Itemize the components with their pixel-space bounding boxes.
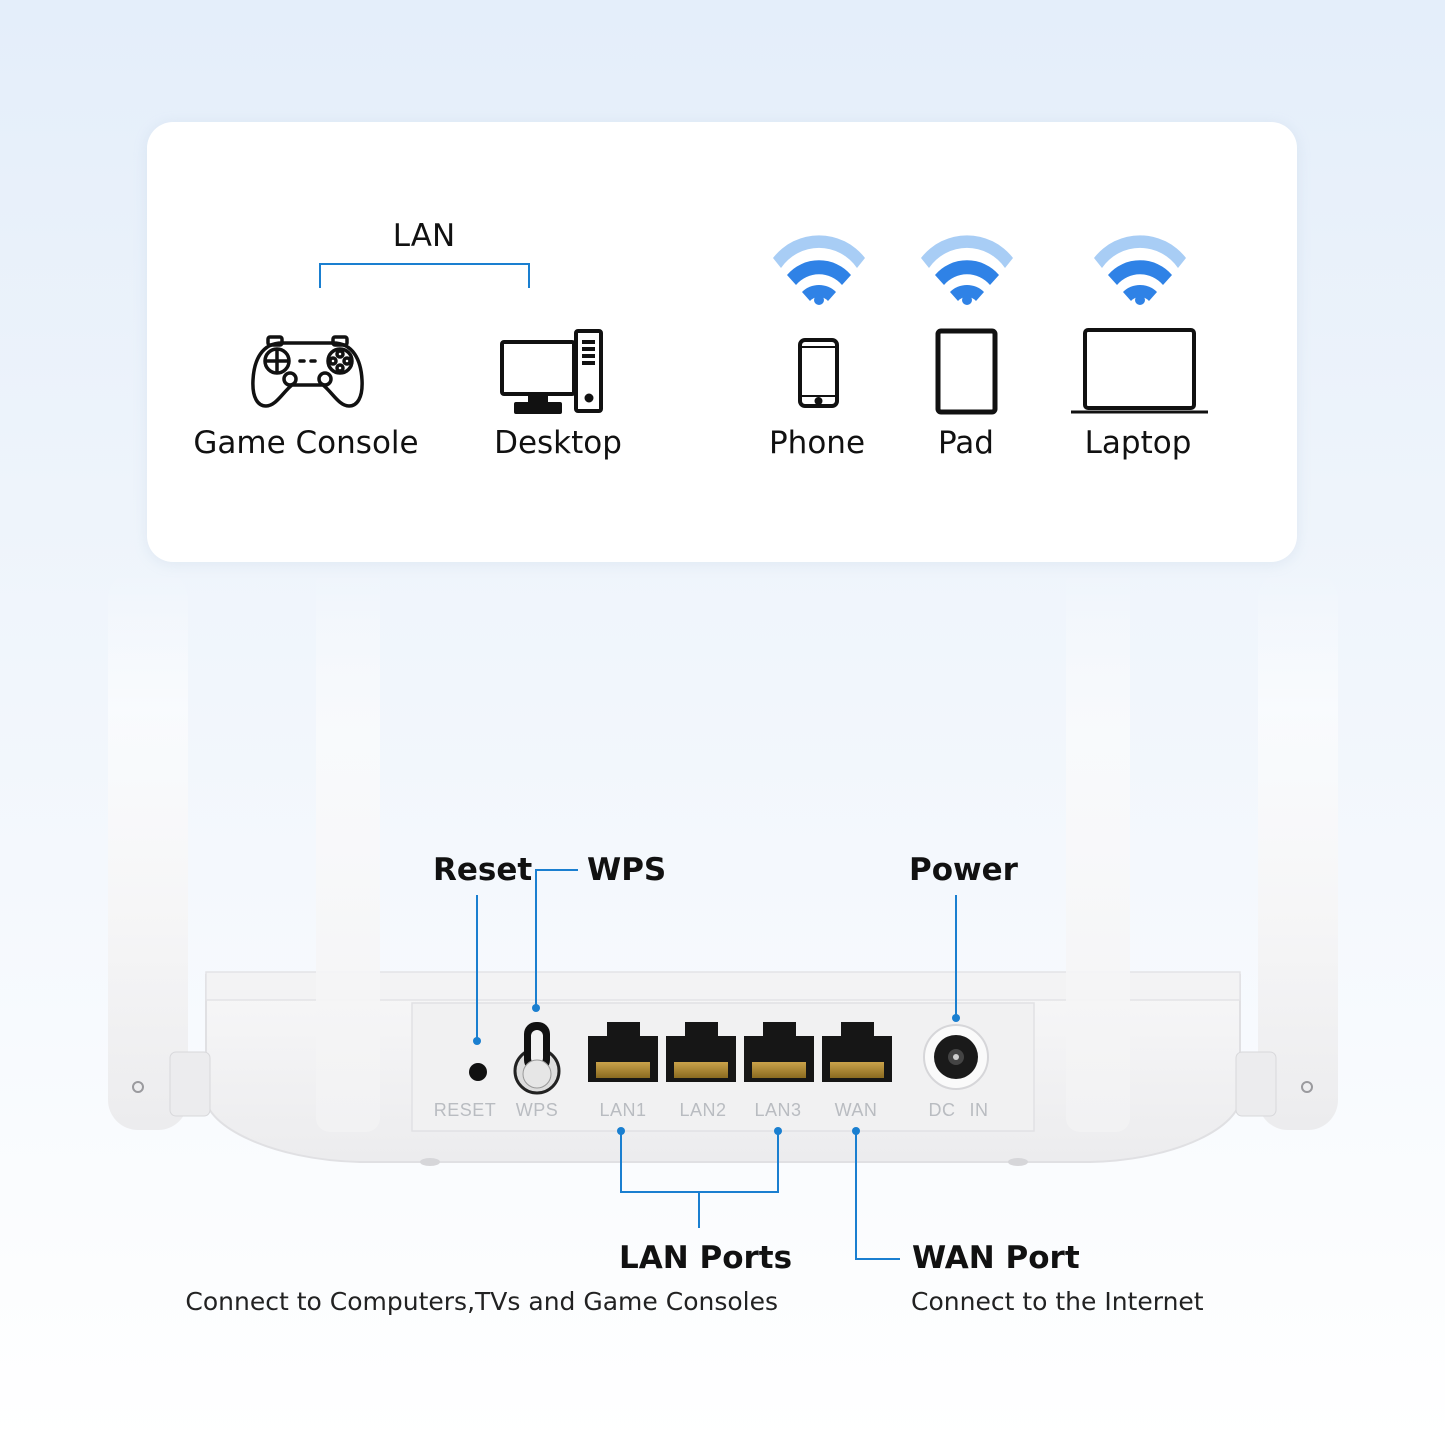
wifi-icon-phone bbox=[773, 235, 865, 305]
device-label-desktop: Desktop bbox=[494, 425, 622, 461]
port-label-dc: DC bbox=[928, 1100, 956, 1120]
antenna-outer-left bbox=[108, 570, 188, 1130]
wps-leader bbox=[535, 869, 578, 1008]
phone-icon bbox=[798, 338, 839, 408]
tablet-icon bbox=[935, 328, 998, 415]
laptop-icon bbox=[1071, 328, 1208, 414]
wps-button bbox=[513, 1022, 561, 1095]
antenna-inner-left bbox=[316, 570, 380, 1132]
ethernet-port-lan2 bbox=[666, 1022, 736, 1082]
gamepad-icon bbox=[251, 335, 364, 408]
callout-lan-ports: LAN Ports bbox=[619, 1240, 793, 1276]
callout-reset: Reset bbox=[433, 852, 533, 888]
device-label-pad: Pad bbox=[938, 425, 994, 461]
antenna-inner-right bbox=[1066, 570, 1130, 1132]
ethernet-port-wan bbox=[822, 1022, 892, 1082]
device-label-laptop: Laptop bbox=[1084, 425, 1192, 461]
port-label-in: IN bbox=[969, 1100, 989, 1120]
callout-wan-port: WAN Port bbox=[912, 1240, 1080, 1276]
ethernet-port-lan1 bbox=[588, 1022, 658, 1082]
lan-ports-leader bbox=[620, 1131, 779, 1228]
lan-bracket bbox=[319, 263, 530, 288]
port-label-lan3: LAN3 bbox=[754, 1100, 802, 1120]
hinge-left bbox=[132, 1051, 211, 1117]
port-label-lan1: LAN1 bbox=[599, 1100, 647, 1120]
antenna-outer-right bbox=[1258, 570, 1338, 1130]
hinge-right bbox=[1235, 1051, 1313, 1117]
port-label-reset: RESET bbox=[433, 1100, 497, 1120]
callout-power: Power bbox=[909, 852, 1018, 888]
callout-lan-ports-desc: Connect to Computers,TVs and Game Consol… bbox=[185, 1287, 778, 1316]
port-label-lan2: LAN2 bbox=[679, 1100, 727, 1120]
wan-port-leader bbox=[855, 1131, 900, 1260]
ethernet-port-lan3 bbox=[744, 1022, 814, 1082]
reset-hole bbox=[469, 1063, 487, 1081]
lan-group-label: LAN bbox=[392, 218, 456, 254]
port-label-wan: WAN bbox=[834, 1100, 878, 1120]
device-label-game-console: Game Console bbox=[193, 425, 419, 461]
desktop-icon bbox=[500, 329, 603, 414]
callout-wan-port-desc: Connect to the Internet bbox=[911, 1287, 1204, 1316]
device-label-phone: Phone bbox=[768, 425, 866, 461]
wifi-icon-laptop bbox=[1094, 235, 1186, 305]
dc-power-jack bbox=[923, 1024, 989, 1090]
port-label-wps: WPS bbox=[515, 1100, 559, 1120]
wifi-icon-pad bbox=[921, 235, 1013, 305]
callout-wps: WPS bbox=[587, 852, 667, 888]
